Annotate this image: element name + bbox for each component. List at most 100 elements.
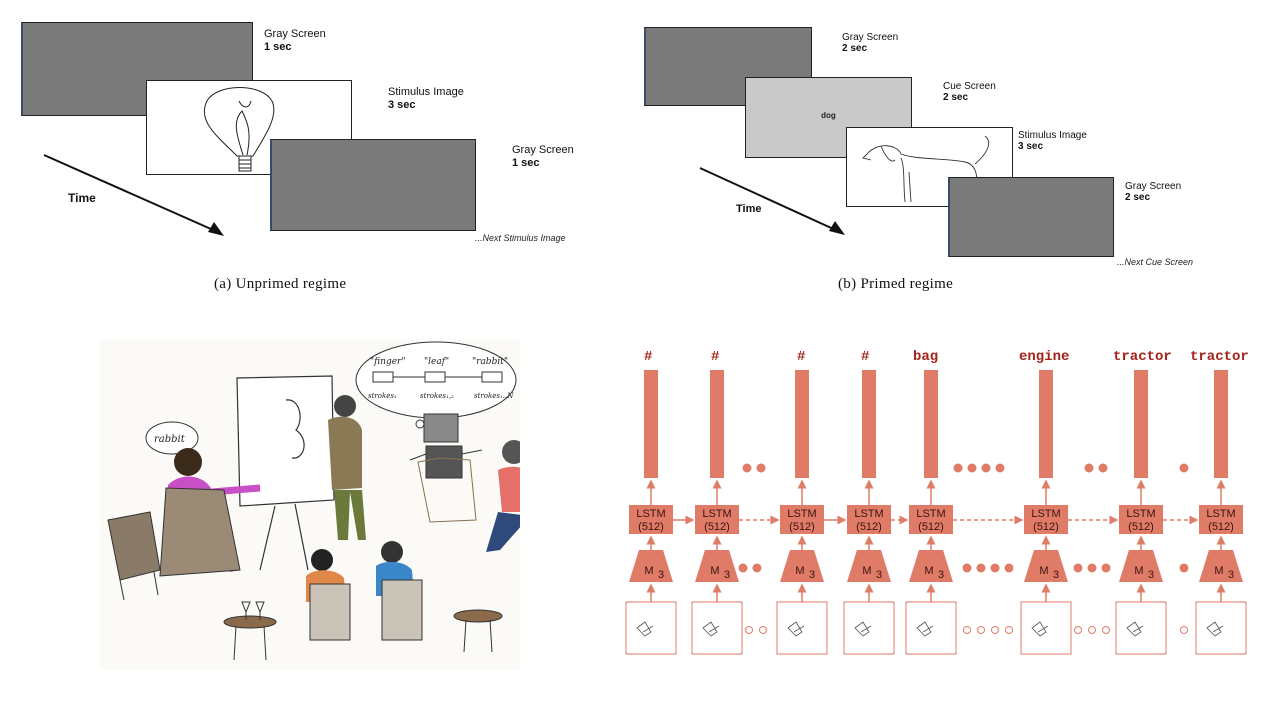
output-bar <box>795 370 809 478</box>
ellipsis-dot <box>1005 626 1013 634</box>
lstm-cell <box>909 505 953 534</box>
label-stimulus-image: Stimulus Image 3 sec <box>388 86 464 112</box>
encoder-subscript: 3 <box>724 569 730 581</box>
output-word: # <box>861 349 870 365</box>
screen-duration: 1 sec <box>264 41 292 53</box>
ellipsis-dot <box>742 463 752 473</box>
encoder-block <box>847 550 891 582</box>
ellipsis-dot <box>1088 626 1096 634</box>
screen-duration: 2 sec <box>943 92 969 103</box>
label-gray-screen-1: Gray Screen 2 sec <box>842 32 898 54</box>
ellipsis-dot <box>967 463 977 473</box>
output-bar <box>1039 370 1053 478</box>
label-gray-screen-2: Gray Screen 1 sec <box>512 144 574 170</box>
output-word: engine <box>1019 349 1070 365</box>
wine-glasses <box>241 601 265 620</box>
output-word: tractor <box>1113 349 1172 365</box>
ellipsis-dot <box>976 563 986 573</box>
sketch-strokes <box>916 621 934 637</box>
robot-figure <box>409 413 483 523</box>
output-bar <box>924 370 938 478</box>
encoder-subscript: 3 <box>1053 569 1059 581</box>
ellipsis-dot <box>745 626 753 634</box>
ellipsis-dot <box>977 626 985 634</box>
input-sketch-box <box>843 601 895 655</box>
output-word: # <box>711 349 720 365</box>
input-sketch-box <box>1115 601 1167 655</box>
label-stimulus-image: Stimulus Image 3 sec <box>1018 130 1087 152</box>
classroom-illustration: "finger" "leaf" "rabbit" strokes₁ stroke… <box>100 340 520 670</box>
ellipsis-dot <box>1074 626 1082 634</box>
speech-word: rabbit <box>154 434 186 445</box>
presenter-figure <box>328 395 366 540</box>
encoder-subscript: 3 <box>1148 569 1154 581</box>
ellipsis-dot <box>995 463 1005 473</box>
encoder-block <box>780 550 824 582</box>
encoder-subscript: 3 <box>938 569 944 581</box>
thought-strokes: strokes₁,₂ <box>420 392 454 400</box>
ellipsis-dot <box>990 563 1000 573</box>
ellipsis-dot <box>1087 563 1097 573</box>
encoder-block <box>909 550 953 582</box>
ellipsis-dot <box>759 626 767 634</box>
screen-duration: 2 sec <box>842 43 868 54</box>
student-figure <box>486 440 520 552</box>
ellipsis-dot <box>1098 463 1108 473</box>
screen-name: Stimulus Image <box>1018 130 1087 141</box>
lstm-size: (512) <box>918 521 944 533</box>
output-word: # <box>797 349 806 365</box>
encoder-label: M <box>1214 565 1223 577</box>
lstm-cell <box>629 505 673 534</box>
ellipsis-dot <box>953 463 963 473</box>
screen-name: Gray Screen <box>1125 181 1182 192</box>
lstm-size: (512) <box>1033 521 1059 533</box>
ellipsis-dot <box>1179 463 1189 473</box>
input-sketch-box <box>625 601 677 655</box>
lstm-label: LSTM <box>787 508 816 520</box>
next-label: ...Next Cue Screen <box>1117 257 1194 267</box>
label-cue-screen: Cue Screen 2 sec <box>943 81 996 103</box>
lstm-cell <box>780 505 824 534</box>
ellipsis-dot <box>1179 563 1189 573</box>
screen-duration: 3 sec <box>1018 141 1044 152</box>
lstm-cell <box>695 505 739 534</box>
lstm-size: (512) <box>856 521 882 533</box>
lstm-label: LSTM <box>636 508 665 520</box>
encoder-block <box>1199 550 1243 582</box>
input-sketch-box <box>691 601 743 655</box>
ellipsis-dot <box>991 626 999 634</box>
screen-name: Gray Screen <box>264 28 326 40</box>
lstm-label: LSTM <box>1206 508 1235 520</box>
gray-screen-2 <box>948 177 1114 257</box>
thought-bubble <box>355 341 517 437</box>
ellipsis-dot <box>963 626 971 634</box>
encoder-subscript: 3 <box>876 569 882 581</box>
time-label: Time <box>736 203 762 215</box>
seated-students <box>306 541 423 641</box>
input-sketch-box <box>1020 601 1072 655</box>
encoder-label: M <box>1134 565 1143 577</box>
output-bar <box>1134 370 1148 478</box>
encoder-subscript: 3 <box>809 569 815 581</box>
ellipsis-dot <box>1180 626 1188 634</box>
thought-word: "leaf" <box>424 357 449 367</box>
lstm-size: (512) <box>638 521 664 533</box>
time-label: Time <box>68 191 96 205</box>
screen-duration: 1 sec <box>512 157 540 169</box>
encoder-subscript: 3 <box>1228 569 1234 581</box>
ellipsis-dot <box>756 463 766 473</box>
encoder-block <box>1024 550 1068 582</box>
lstm-label: LSTM <box>916 508 945 520</box>
encoder-block <box>629 550 673 582</box>
ellipsis-dot <box>1101 563 1111 573</box>
input-sketch-box <box>776 601 828 655</box>
next-label: ...Next Stimulus Image <box>475 233 566 243</box>
lstm-size: (512) <box>704 521 730 533</box>
output-word: # <box>644 349 653 365</box>
ellipsis-dot <box>752 563 762 573</box>
sketch-strokes <box>636 621 654 637</box>
label-gray-screen-1: Gray Screen 1 sec <box>264 28 326 54</box>
lstm-label: LSTM <box>702 508 731 520</box>
lstm-label: LSTM <box>1126 508 1155 520</box>
label-gray-screen-2: Gray Screen 2 sec <box>1125 181 1181 203</box>
